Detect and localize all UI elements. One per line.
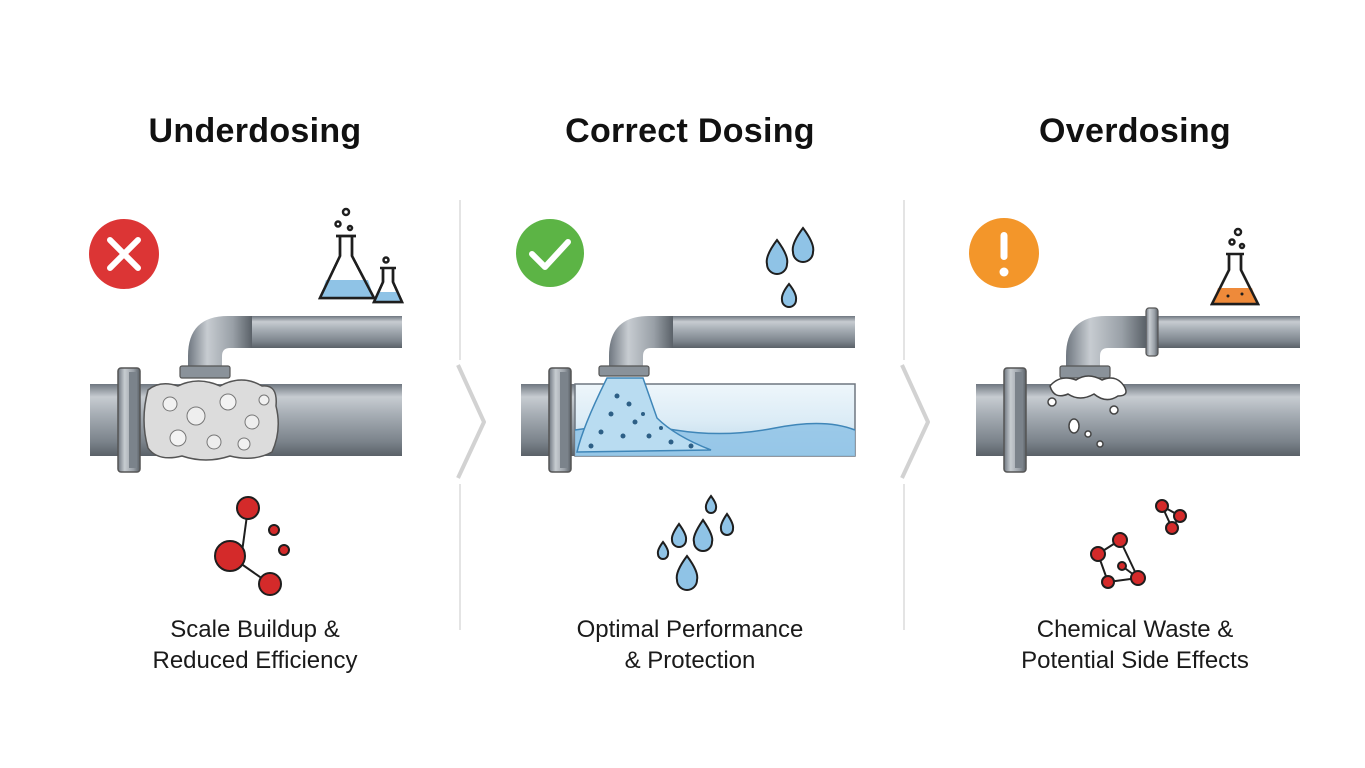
scale-buildup (143, 379, 279, 461)
molecule-icon (214, 496, 290, 596)
caption-line-1: Scale Buildup & (170, 616, 340, 643)
panel-caption: Chemical Waste & Potential Side Effects (910, 614, 1360, 676)
success-check-icon (516, 219, 584, 287)
correct-dosing-illustration (516, 219, 856, 591)
caption-line-2: Reduced Efficiency (152, 647, 358, 674)
panel-underdosing: Underdosing (30, 0, 480, 768)
caption-line-1: Chemical Waste & (1036, 616, 1234, 643)
flask-icon (318, 207, 404, 304)
panel-overdosing: Overdosing (910, 0, 1360, 768)
water-drops-icon (656, 494, 735, 591)
pipe-assembly (976, 307, 1300, 473)
panel-correct-dosing: Correct Dosing (465, 0, 915, 768)
water-drops-icon (765, 226, 815, 308)
panel-caption: Optimal Performance & Protection (465, 614, 915, 676)
panel-caption: Scale Buildup & Reduced Efficiency (30, 614, 480, 676)
underdosing-illustration (89, 207, 404, 596)
chemical-dispersion (576, 377, 712, 453)
caption-line-1: Optimal Performance (576, 616, 804, 643)
panel-title: Underdosing (148, 112, 362, 150)
warning-exclamation-icon (969, 218, 1039, 288)
error-x-icon (89, 219, 159, 289)
caption-line-2: Potential Side Effects (1021, 647, 1249, 674)
section-divider-arrow (456, 200, 486, 630)
section-divider-arrow (900, 200, 930, 630)
panel-title: Overdosing (1039, 112, 1231, 150)
flask-icon (1209, 227, 1261, 306)
panel-title: Correct Dosing (565, 112, 815, 150)
chemical-overflow (1047, 375, 1127, 448)
caption-line-2: & Protection (624, 647, 756, 674)
overdosing-illustration (969, 218, 1300, 589)
molecule-cluster-icon (1090, 499, 1187, 589)
